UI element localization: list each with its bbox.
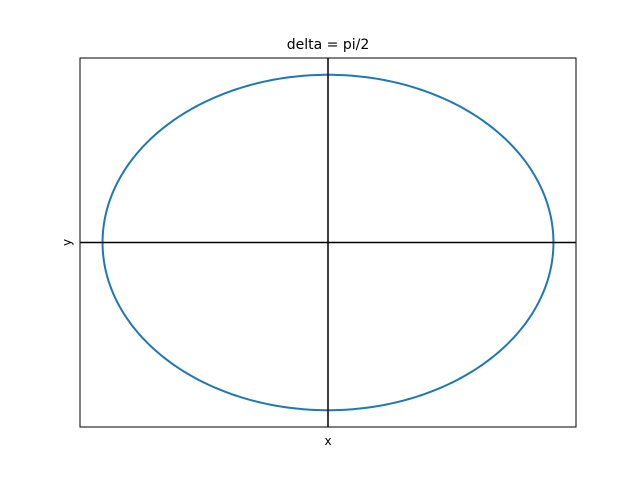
y-axis-label: y xyxy=(60,239,74,246)
axes-frame xyxy=(79,57,577,428)
plot-area xyxy=(79,57,577,428)
reference-lines xyxy=(80,58,576,427)
x-axis-label: x xyxy=(324,434,331,448)
chart-title: delta = pi/2 xyxy=(287,37,370,53)
